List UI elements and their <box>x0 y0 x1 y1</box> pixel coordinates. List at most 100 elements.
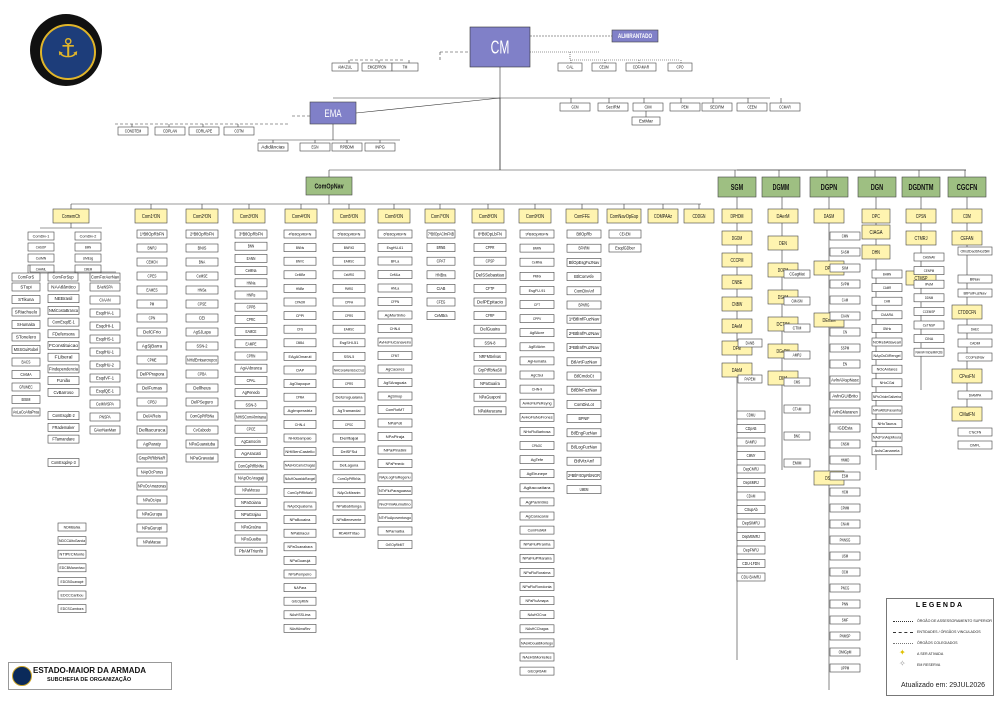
district-sub-box <box>234 485 268 495</box>
district-sub-box <box>136 257 168 267</box>
dgpn-sub-box <box>829 327 861 337</box>
district-sub-label: NApLogFluRegenu <box>379 474 410 479</box>
sgm-sub-box <box>736 505 766 514</box>
district-sub: BtlVtrAnf <box>566 456 602 466</box>
district-sub-label: AgTramandai <box>338 408 361 413</box>
district-sub-label: AgPenedo <box>242 390 260 395</box>
district-sub: BtlArtFuzNav <box>566 357 602 367</box>
comfors-sub-box <box>11 357 41 367</box>
cgcfn-sub: CiMFL <box>957 440 993 450</box>
district-sub: BtlEngFuzNav <box>566 428 602 438</box>
district-sub-box <box>234 229 268 239</box>
sgm-orgao-box <box>721 362 753 378</box>
district-sub-label: NPaGuaíra <box>480 381 500 386</box>
district-head-label: Com8ºDN <box>479 214 498 220</box>
district-sub: BtlCmdoCt <box>566 371 602 381</box>
comforaernav-sub: EsqdHI-1 <box>89 321 121 331</box>
cm-direct-sub: CIM <box>632 102 664 112</box>
district-sub-box <box>283 488 317 497</box>
district-sub-box <box>377 270 413 279</box>
dgmm-orgao: DEN <box>767 235 799 251</box>
cm-vinculado: EMGEPRON <box>361 62 393 72</box>
district-sub-box <box>332 243 366 252</box>
district-sub: AgCamocim <box>234 437 268 446</box>
district-sub-label: GrEOpRbMT <box>386 542 405 547</box>
district-sub: AgCaceres <box>377 364 413 374</box>
district-sub-box <box>332 311 366 320</box>
dgpn-sub: IGDEsta <box>829 423 861 433</box>
district-sub: BNRIG <box>332 243 366 252</box>
dgdntm-orgao-label: CTMRJ <box>915 236 928 242</box>
dgmm-sub: CTAM <box>783 404 811 414</box>
district-sub-label: DelPEpitacio <box>477 299 504 304</box>
comforsup-sub-box <box>47 376 80 385</box>
district-sub-box <box>519 553 555 563</box>
district-sub-label: AgEirunepe <box>527 471 549 476</box>
district-sub-box <box>377 418 413 428</box>
district-sub: CeMNa <box>234 266 268 275</box>
district-sub: NPaOcApa <box>136 495 168 505</box>
district-head-label: Com9ºDN <box>526 214 545 220</box>
comforsup-sub: NEBrasil <box>47 294 80 304</box>
comesqdap-sub-box <box>57 563 87 573</box>
district-head-box <box>471 208 505 224</box>
seal-icon <box>12 666 32 686</box>
dgn-sub-box <box>871 364 903 374</box>
district-sub: NPaBenevente <box>332 515 366 524</box>
dgmm-orgao-box <box>767 235 799 251</box>
district-sub-box <box>332 365 366 375</box>
district-sub-label: AgSjBarra <box>142 344 163 349</box>
comforaernav-node-label: ComForAerNav <box>91 275 120 280</box>
dgn-sub-label: NAcPonAspMoura <box>873 435 902 440</box>
comfors-sub: STonelero <box>11 332 41 342</box>
updated-date: Atualizado em: 29JUL2026 <box>901 682 986 689</box>
district-sub-box <box>185 439 219 449</box>
district-sub-box <box>473 379 507 388</box>
dgpn-sub-box <box>829 231 861 241</box>
district-sub: DelUruguaiana <box>332 392 366 402</box>
district-sub: CFTP <box>473 284 507 293</box>
district-sub: CFEG <box>426 297 456 307</box>
dgn-sub-box <box>871 351 903 360</box>
district-sub-label: DelSSebastiao <box>476 272 505 277</box>
district-sub-label: AgAracati <box>241 451 261 456</box>
district-sub: PMRG <box>332 284 366 293</box>
district-sub-box <box>426 311 456 320</box>
district-sub-box <box>566 414 602 423</box>
dgmm-sub-box <box>783 377 811 387</box>
district-sub: NPaPoti <box>377 418 413 428</box>
district-head: COMPAAz <box>647 208 679 224</box>
district-sub: NApOcAragaji <box>234 473 268 483</box>
dg-node: DGPN <box>809 176 849 198</box>
star-outline-icon: ✧ <box>899 659 906 668</box>
district-sub-box <box>332 406 366 416</box>
district-sub-box <box>234 339 268 349</box>
comesqdap-sub-box <box>57 590 87 600</box>
comfors-sub: GRUMEC <box>11 382 41 392</box>
district-sub-label: NPaPoti <box>388 420 403 425</box>
district-sub-label: AgCamocim <box>241 439 261 444</box>
district-sub-label: HNBra <box>436 272 447 277</box>
dg-node-label: DGMM <box>773 183 790 192</box>
comforsup-sub-label: FConstituicao <box>49 343 79 348</box>
district-sub-box <box>519 286 555 295</box>
ema-sub: EGN <box>299 142 331 152</box>
district-sub-box <box>136 271 168 281</box>
footer-box: ESTADO-MAIOR DA ARMADA SUBCHEFIA DE ORGA… <box>8 662 172 690</box>
district-sub-label: NPaBocaina <box>290 517 312 522</box>
district-sub-box <box>283 365 317 375</box>
comforsup-sub-box <box>47 458 80 467</box>
dgn-sub-label: GNHo <box>883 326 892 331</box>
comforaernav-sub-label: GAerNavMan <box>94 428 117 433</box>
district-sub-box <box>136 243 168 253</box>
dgpn-sub-box <box>829 263 861 273</box>
district-sub: BtlOpEsgFuzNav <box>566 258 602 267</box>
district-sub: EAMCE <box>234 327 268 336</box>
district-sub: AgMurtinho <box>377 310 413 320</box>
dgpn-sub-box <box>829 551 861 561</box>
ema-sub: RPBDMI <box>331 142 363 152</box>
comesqdap-sub: NDCCAltoGarcia <box>57 536 87 545</box>
comforaernav-sub: EsqdHS-1 <box>89 334 121 344</box>
district-sub-label: NParnaiba <box>386 528 405 533</box>
district-sub: GrpPtRbNaS8 <box>473 365 507 375</box>
